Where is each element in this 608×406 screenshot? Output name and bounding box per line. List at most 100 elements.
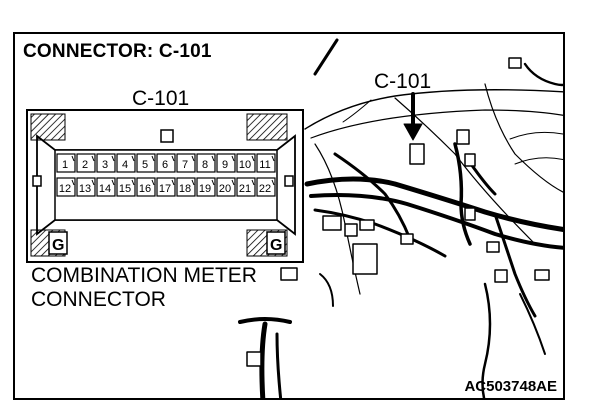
pin-tick-19: [211, 179, 215, 186]
dash-top-line: [304, 89, 563, 130]
connector-b: [464, 153, 476, 167]
harness-branch-1: [313, 208, 447, 258]
pin-number-22: 22: [259, 183, 271, 195]
label-leader: [342, 99, 372, 123]
pin-cell-21: [236, 177, 256, 197]
pin-tick-15: [131, 179, 135, 186]
dash-right-contour: [484, 83, 563, 193]
harness-branch-5: [469, 162, 497, 196]
pin-cell-5: [136, 153, 156, 173]
connector-g: [464, 207, 476, 221]
pin-tick-20: [231, 179, 235, 186]
pin-number-3: 3: [102, 159, 108, 171]
pin-cell-12: [56, 177, 76, 197]
pin-cell-14: [96, 177, 116, 197]
pin-tick-14: [111, 179, 115, 186]
pin-tick-3: [111, 155, 115, 162]
pillar-stroke: [313, 38, 339, 76]
description-line-1: COMBINATION METER: [31, 264, 257, 287]
pin-number-18: 18: [179, 183, 191, 195]
pin-tick-7: [191, 155, 195, 162]
pin-cell-15: [116, 177, 136, 197]
upper-right-wire: [523, 62, 563, 87]
pin-number-4: 4: [122, 159, 128, 171]
pin-tick-5: [151, 155, 155, 162]
pin-number-19: 19: [199, 183, 211, 195]
ground-mark-right: G: [270, 237, 282, 254]
pin-tick-6: [171, 155, 175, 162]
pin-cell-3: [96, 153, 116, 173]
description-line-2: CONNECTOR: [31, 288, 166, 311]
pin-tick-22: [271, 179, 275, 186]
pin-tick-11: [271, 155, 275, 162]
pin-cell-17: [156, 177, 176, 197]
figure-code: AC503748AE: [464, 378, 557, 395]
connector-face-label: C-101: [132, 87, 190, 110]
bracket-line: [319, 273, 334, 307]
connector-f: [400, 233, 414, 245]
harness-branch-3: [453, 142, 472, 246]
pin-number-9: 9: [222, 159, 228, 171]
lower-wire-3: [238, 317, 292, 324]
key-tab-top: [160, 129, 174, 143]
vent-line: [509, 131, 563, 140]
pin-tick-9: [231, 155, 235, 162]
pin-number-6: 6: [162, 159, 168, 171]
main-harness: [304, 176, 563, 232]
pin-cell-6: [156, 153, 176, 173]
pin-number-21: 21: [239, 183, 251, 195]
pin-tick-8: [211, 155, 215, 162]
pin-number-10: 10: [239, 159, 251, 171]
main-harness-2: [309, 193, 563, 250]
pin-tick-17: [171, 179, 175, 186]
vent-line-2: [514, 157, 563, 165]
ground-mark-left: G: [52, 237, 64, 254]
pin-cell-7: [176, 153, 196, 173]
connector-c: [322, 215, 342, 231]
right-drop-wire-2: [519, 293, 546, 355]
pin-tick-16: [151, 179, 155, 186]
pin-cell-9: [216, 153, 236, 173]
pin-cell-13: [76, 177, 96, 197]
pin-cell-8: [196, 153, 216, 173]
pin-number-16: 16: [139, 183, 151, 195]
pin-cell-18: [176, 177, 196, 197]
connector-a: [456, 129, 470, 145]
latch-hatch-top-left: [30, 113, 66, 141]
callout-arrow-head: [403, 123, 423, 141]
pin-cell-4: [116, 153, 136, 173]
connector-d: [344, 223, 358, 237]
pin-number-7: 7: [182, 159, 188, 171]
lower-wire-2: [275, 332, 283, 398]
pin-cell-1: [56, 153, 76, 173]
pin-tick-12: [71, 179, 75, 186]
harness-connector-label: C-101: [374, 70, 432, 93]
lower-wire-1: [259, 321, 268, 398]
page-title: CONNECTOR: C-101: [23, 41, 212, 62]
lock-notch-left: [32, 175, 42, 187]
pin-number-2: 2: [82, 159, 88, 171]
pin-cell-11: [256, 153, 276, 173]
pin-cell-10: [236, 153, 256, 173]
harness-branch-4: [493, 212, 537, 318]
pin-cell-2: [76, 153, 96, 173]
ground-box-right: [266, 231, 286, 255]
connector-j: [494, 269, 508, 283]
relay-box: [352, 243, 378, 275]
pin-number-17: 17: [159, 183, 171, 195]
pin-number-8: 8: [202, 159, 208, 171]
pin-number-14: 14: [99, 183, 111, 195]
latch-hatch-top-right: [246, 113, 288, 141]
ground-box-left: [48, 231, 68, 255]
pin-number-1: 1: [62, 159, 68, 171]
pin-tick-2: [91, 155, 95, 162]
pin-cell-22: [256, 177, 276, 197]
pin-number-11: 11: [259, 159, 270, 171]
dash-line-2: [310, 109, 563, 139]
pin-tick-18: [191, 179, 195, 186]
pin-cell-19: [196, 177, 216, 197]
